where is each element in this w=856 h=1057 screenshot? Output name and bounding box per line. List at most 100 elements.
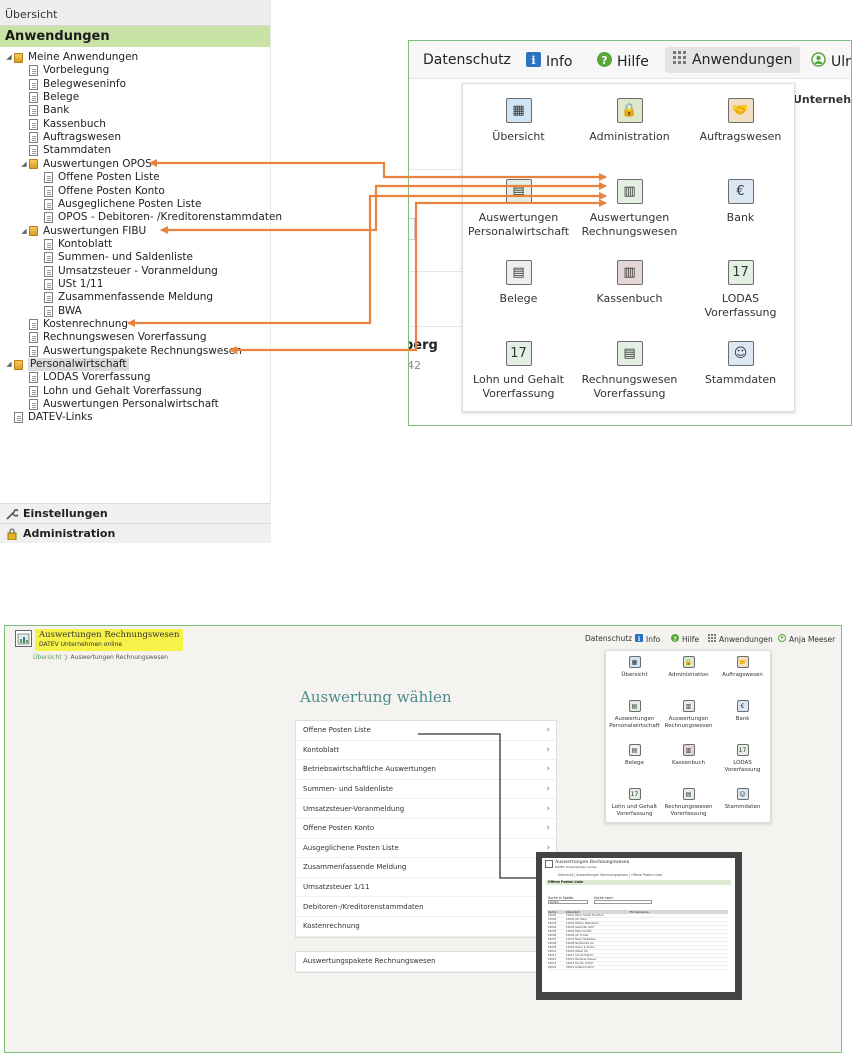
app-tile-kassenbuch[interactable]: ▥Kassenbuch [574,260,685,340]
tree-item-belege[interactable]: Belege [19,91,79,104]
breadcrumb[interactable]: Übersicht [0,0,270,26]
app-tile-kassenbuch[interactable]: ▥Kassenbuch [661,744,716,788]
app-tile-bank[interactable]: €Bank [685,179,796,259]
report-item-zusammenfassende-meldung[interactable]: Zusammenfassende Meldung [296,858,556,878]
app-tile-administration[interactable]: 🔒Administration [661,656,716,700]
report-item-kontoblatt[interactable]: Kontoblatt› [296,741,556,761]
app-title-highlight: Auswertungen Rechnungswesen DATEV Untern… [35,629,184,651]
tree-item-auswertungspakete-rechnungswesen[interactable]: Auswertungspakete Rechnungswesen [19,345,242,358]
tree-item-vorbelegung[interactable]: Vorbelegung [19,64,109,77]
tree-item-umsatzsteuer-voranmeldung[interactable]: Umsatzsteuer - Voranmeldung [34,265,218,278]
tree-item-auftragswesen[interactable]: Auftragswesen [19,131,121,144]
app-tile-stammdaten[interactable]: ☺Stammdaten [685,341,796,421]
tree-item-bwa[interactable]: BWA [34,305,82,318]
tree-item-auswertungen-fibu[interactable]: ◢Auswertungen FIBU [19,225,146,238]
nav-hilfe[interactable]: ? Hilfe [597,52,649,71]
tree-item-auswertungen-personalwirtschaft[interactable]: Auswertungen Personalwirtschaft [19,398,219,411]
report-item-umsatzsteuer-voranmeldung[interactable]: Umsatzsteuer-Voranmeldung› [296,799,556,819]
app-tile-auftragswesen[interactable]: 🤝Auftragswesen [715,656,770,700]
preview-search-input[interactable] [594,900,652,904]
nav-anwendungen[interactable]: Anwendungen [665,47,801,73]
expand-toggle-icon[interactable]: ◢ [6,360,12,369]
preview-column-select[interactable]: Konto [548,900,588,904]
section-title-anwendungen[interactable]: Anwendungen [0,26,270,47]
tree-item-rechnungswesen-vorerfassung[interactable]: Rechnungswesen Vorerfassung [19,331,206,344]
report-item-summen-und-saldenliste[interactable]: Summen- und Saldenliste› [296,780,556,800]
tree-item-personalwirtschaft[interactable]: ◢Personalwirtschaft [4,358,129,372]
app-tile-auftragswesen[interactable]: 🤝Auftragswesen [685,98,796,178]
tree-item-stammdaten[interactable]: Stammdaten [19,144,111,157]
tree-item-auswertungen-opos[interactable]: ◢Auswertungen OPOS [19,158,151,171]
nav-anwendungen[interactable]: Anwendungen [708,634,773,644]
tree-item-kassenbuch[interactable]: Kassenbuch [19,118,106,131]
app-tile-administration[interactable]: 🔒Administration [574,98,685,178]
expand-toggle-icon[interactable]: ◢ [21,226,27,235]
tree-item-datev-links[interactable]: DATEV-Links [4,411,93,424]
report-item-debitoren-kreditorenstammdaten[interactable]: Debitoren-/Kreditorenstammdaten [296,897,556,917]
report-item-auswertungspakete-rechnungswesen[interactable]: Auswertungspakete Rechnungswesen [296,952,556,972]
nav-info[interactable]: i Info [526,52,573,71]
app-tile-uebersicht[interactable]: ▦Übersicht [607,656,662,700]
app-tile-bank[interactable]: €Bank [715,700,770,744]
tree-item-ust-1-11[interactable]: USt 1/11 [34,278,103,291]
app-tile-uebersicht[interactable]: ▦Übersicht [463,98,574,178]
expand-toggle-icon[interactable]: ◢ [21,159,27,168]
tree-item-offene-posten-liste[interactable]: Offene Posten Liste [34,171,160,184]
section-administration[interactable]: Administration [0,523,271,543]
nav-hilfe[interactable]: ? Hilfe [671,634,699,644]
expand-toggle-icon[interactable]: ◢ [6,53,12,61]
section-einstellungen[interactable]: Einstellungen [0,503,271,523]
report-item-offene-posten-konto[interactable]: Offene Posten Konto› [296,819,556,839]
report-item-umsatzsteuer-1-11[interactable]: Umsatzsteuer 1/11 [296,878,556,898]
tree-item-opos-debitoren-kreditorenstammdaten[interactable]: OPOS - Debitoren- /Kreditorenstammdaten [34,211,282,224]
app-tile-belege[interactable]: ▤Belege [463,260,574,340]
tree-item-kostenrechnung[interactable]: Kostenrechnung [19,318,128,331]
nav-user[interactable]: Anja Meeser [778,634,835,644]
tree-item-belegweseninfo[interactable]: Belegweseninfo [19,78,126,91]
tree-item-meine-anwendungen[interactable]: ◢Meine Anwendungen [4,51,138,64]
report-item-kostenrechnung[interactable]: Kostenrechnung [296,917,556,937]
nav-datenschutz[interactable]: Datenschutz [423,52,511,68]
tree-item-zusammenfassende-meldung[interactable]: Zusammenfassende Meldung [34,291,213,304]
tree-item-lohn-und-gehalt-vorerfassung[interactable]: Lohn und Gehalt Vorerfassung [19,385,202,398]
app-tile-belege[interactable]: ▤Belege [607,744,662,788]
nav-user[interactable]: Ulri [811,52,851,71]
report-item-ausgeglichene-posten-liste[interactable]: Ausgeglichene Posten Liste› [296,839,556,859]
nav-info[interactable]: i Info [635,634,660,644]
nav-datenschutz[interactable]: Datenschutz [585,634,633,643]
app-tile-stammdaten[interactable]: ☺Stammdaten [715,788,770,832]
report-item-offene-posten-liste[interactable]: Offene Posten Liste› [296,721,556,741]
tree-item-offene-posten-konto[interactable]: Offene Posten Konto [34,185,165,198]
breadcrumb-link[interactable]: Übersicht [33,654,62,661]
tree-item-bank[interactable]: Bank [19,104,69,117]
report-item-betriebswirtschaftliche-auswertungen[interactable]: Betriebswirtschaftliche Auswertungen› [296,760,556,780]
tree-item-kontoblatt[interactable]: Kontoblatt [34,238,112,251]
tree-item-ausgeglichene-posten-liste[interactable]: Ausgeglichene Posten Liste [34,198,202,211]
tree-item-summen-und-saldenliste[interactable]: Summen- und Saldenliste [34,251,193,264]
tree-item-lodas-vorerfassung[interactable]: LODAS Vorerfassung [19,371,151,384]
